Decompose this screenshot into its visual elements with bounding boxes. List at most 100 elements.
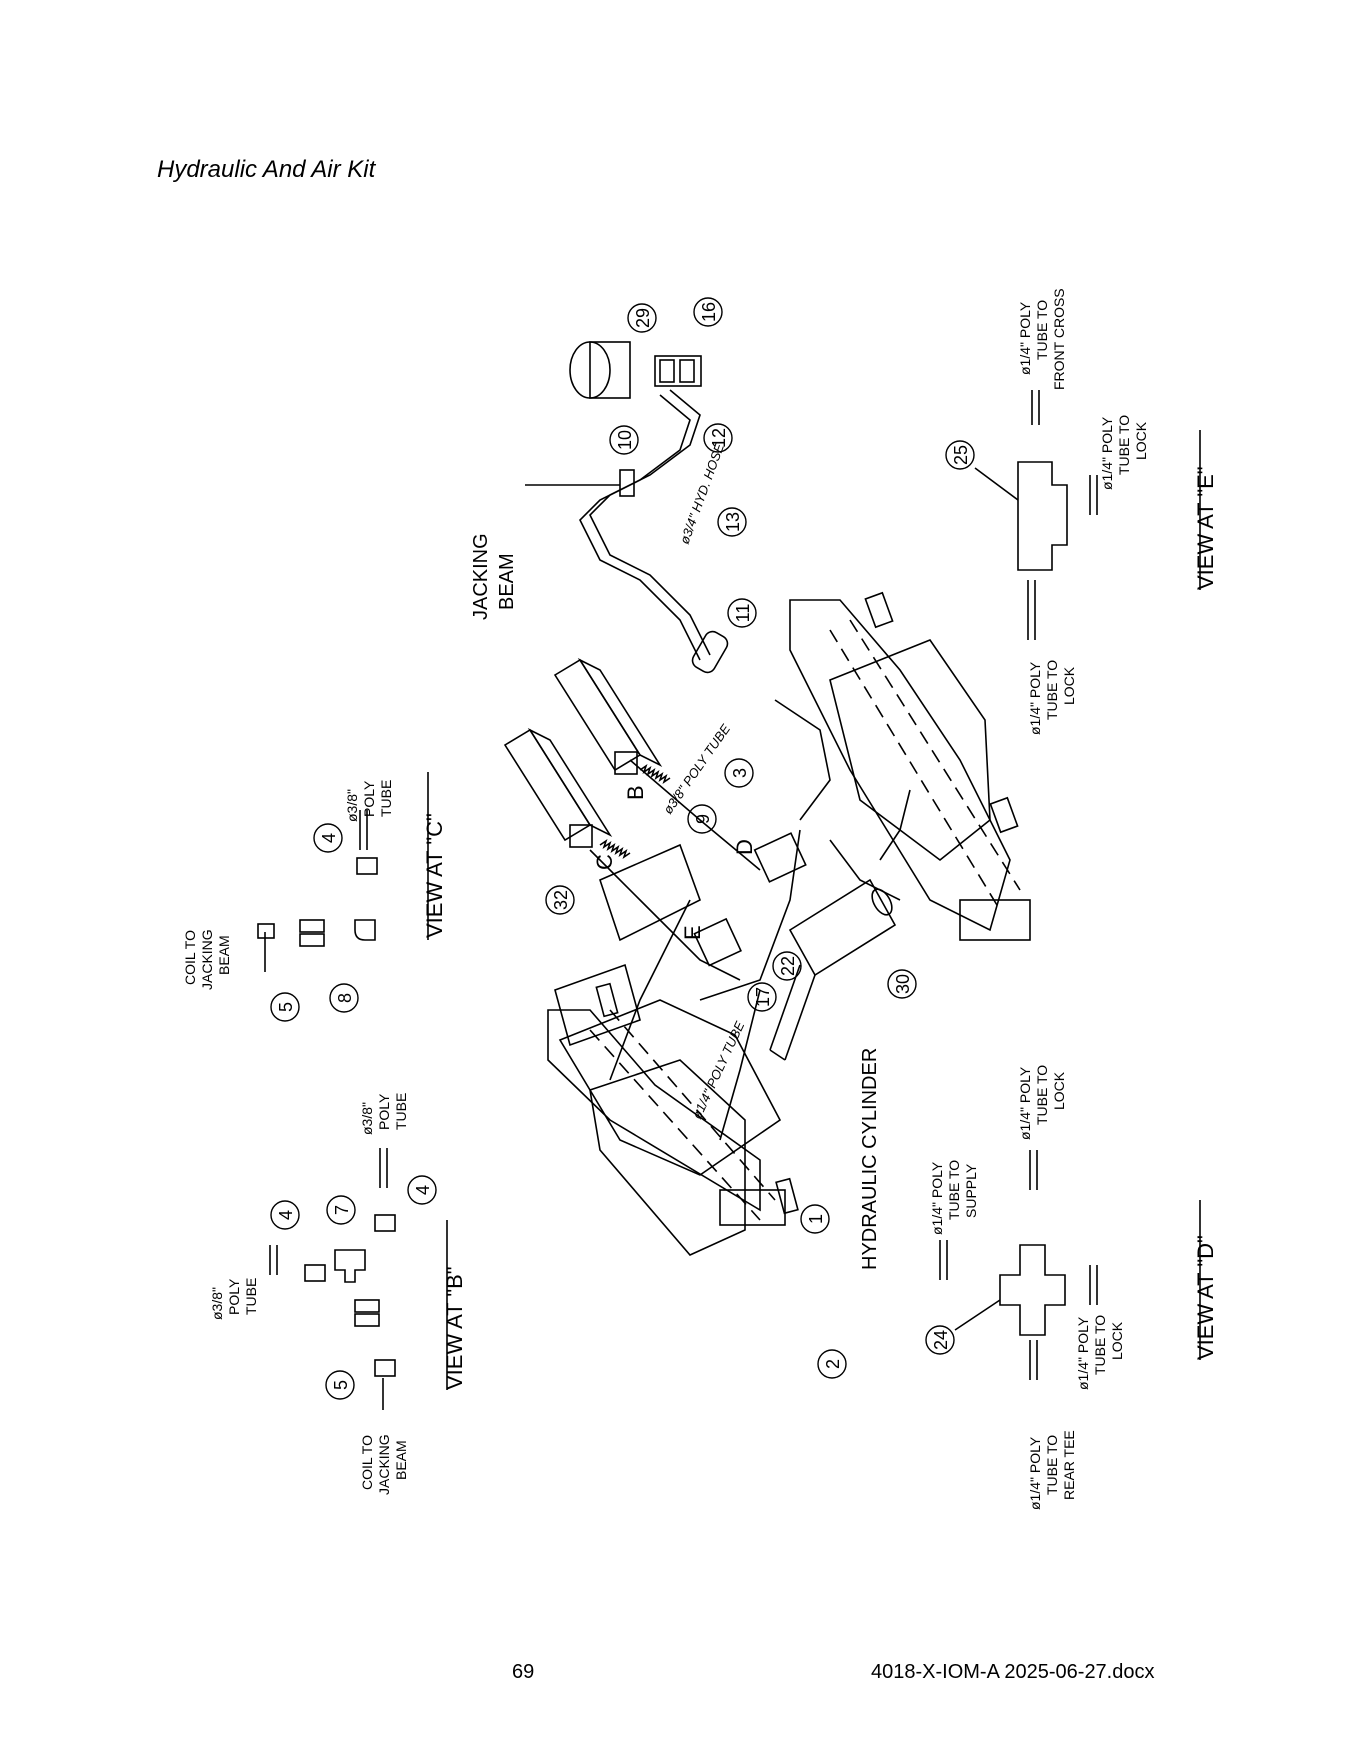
callout-11: 11 <box>727 598 757 628</box>
view-c: COIL TO JACKING BEAM ø3/8" POLY TUBE VIE… <box>182 772 447 990</box>
svg-text:9: 9 <box>693 814 713 824</box>
view-b-coil-1: COIL TO <box>359 1435 375 1490</box>
view-b-poly-1: ø3/8" <box>209 1287 225 1320</box>
jacking-beams <box>503 658 663 848</box>
label-hydraulic-cylinder: HYDRAULIC CYLINDER <box>859 1048 881 1270</box>
view-d-supply-1: ø1/4" POLY <box>929 1161 945 1235</box>
svg-text:29: 29 <box>633 308 653 328</box>
file-name: 4018-X-IOM-A 2025-06-27.docx <box>871 1661 1155 1683</box>
callout-4-c: 4 <box>313 823 343 853</box>
callout-2: 2 <box>817 1349 847 1379</box>
view-d-lock1-3: LOCK <box>1051 1071 1067 1110</box>
page-number: 69 <box>512 1661 535 1683</box>
view-e-front-2: TUBE TO <box>1034 300 1050 360</box>
svg-text:4: 4 <box>319 833 339 843</box>
label-jacking-beam-2: BEAM <box>496 553 518 610</box>
svg-text:24: 24 <box>931 1330 951 1350</box>
air-lines <box>589 699 911 1141</box>
view-e-lock1-2: TUBE TO <box>1044 660 1060 720</box>
callout-10: 10 <box>609 425 639 455</box>
view-b-poly-top-1: ø3/8" <box>359 1102 375 1135</box>
view-e-lock2-2: TUBE TO <box>1116 415 1132 475</box>
view-c-poly-3: TUBE <box>378 780 394 817</box>
view-d-rear-2: TUBE TO <box>1044 1435 1060 1495</box>
view-b-poly-top-3: TUBE <box>393 1093 409 1130</box>
view-d-lock2-1: ø1/4" POLY <box>1075 1316 1091 1390</box>
label-poly-38-main: ø3/8" POLY TUBE <box>660 721 733 817</box>
assembly-labels: JACKING BEAM ø3/4" HYD. HOSE ø3/8" POLY … <box>470 441 881 1270</box>
view-d-lock1-1: ø1/4" POLY <box>1017 1066 1033 1140</box>
fitting-d <box>753 832 807 883</box>
svg-text:32: 32 <box>551 890 571 910</box>
callout-3: 3 <box>724 758 754 788</box>
detail-letter-d: D <box>732 839 757 855</box>
svg-text:22: 22 <box>778 956 798 976</box>
callout-8: 8 <box>329 983 359 1013</box>
callout-7: 7 <box>326 1195 356 1225</box>
callout-25: 25 <box>945 440 975 470</box>
fitting-e <box>693 917 742 967</box>
view-e-lock1-1: ø1/4" POLY <box>1027 661 1043 735</box>
view-b-poly-3: TUBE <box>243 1278 259 1315</box>
detail-letter-e: E <box>680 925 705 940</box>
coil-b <box>639 764 671 784</box>
svg-text:4: 4 <box>276 1210 296 1220</box>
view-d-title: VIEW AT "D" <box>1193 1235 1218 1360</box>
rear-axle-beam <box>547 999 786 1256</box>
svg-text:12: 12 <box>709 428 729 448</box>
page-title: Hydraulic And Air Kit <box>157 156 376 183</box>
view-b-coil-2: JACKING <box>376 1434 392 1495</box>
front-axle-beam <box>789 591 1031 941</box>
label-jacking-beam-1: JACKING <box>470 533 492 620</box>
view-e-front-1: ø1/4" POLY <box>1017 301 1033 375</box>
svg-text:16: 16 <box>699 302 719 322</box>
callout-32: 32 <box>545 885 575 915</box>
hand-pump <box>569 341 702 399</box>
view-b-poly-top-2: POLY <box>376 1093 392 1130</box>
svg-text:1: 1 <box>806 1214 826 1224</box>
hose-fitting-11 <box>691 630 729 674</box>
view-c-coil-3: BEAM <box>216 935 232 975</box>
svg-text:11: 11 <box>733 604 753 623</box>
callout-24: 24 <box>925 1325 955 1355</box>
callout-13: 13 <box>717 507 747 537</box>
view-b-title: VIEW AT "B" <box>442 1266 467 1390</box>
callout-4-b1: 4 <box>270 1200 300 1230</box>
label-hyd-hose: ø3/4" HYD. HOSE <box>677 441 727 546</box>
svg-text:5: 5 <box>276 1002 296 1012</box>
svg-text:25: 25 <box>951 445 971 465</box>
view-d: ø1/4" POLY TUBE TO REAR TEE ø1/4" POLY T… <box>929 1065 1218 1510</box>
callout-17: 17 <box>747 982 777 1012</box>
label-poly-14-main: ø1/4" POLY TUBE <box>689 1019 747 1122</box>
view-e-lock1-3: LOCK <box>1061 666 1077 705</box>
view-e-front-3: FRONT CROSS <box>1051 288 1067 390</box>
view-b-coil-3: BEAM <box>393 1440 409 1480</box>
view-b: ø3/8" POLY TUBE ø3/8" POLY TUBE COIL TO … <box>209 1093 467 1495</box>
callout-30: 30 <box>887 969 917 999</box>
view-b-poly-2: POLY <box>226 1278 242 1315</box>
view-d-rear-1: ø1/4" POLY <box>1027 1436 1043 1510</box>
cross-beam <box>554 843 799 1215</box>
callouts: 29 16 12 10 13 11 3 9 32 25 4 5 8 22 30 … <box>270 297 975 1400</box>
view-d-supply-3: SUPPLY <box>963 1163 979 1218</box>
svg-text:10: 10 <box>615 430 635 450</box>
view-e-title: VIEW AT "E" <box>1193 466 1218 590</box>
svg-text:30: 30 <box>893 974 913 994</box>
callout-12: 12 <box>703 423 733 453</box>
svg-text:4: 4 <box>413 1185 433 1195</box>
view-c-coil-2: JACKING <box>199 929 215 990</box>
view-c-coil-1: COIL TO <box>182 930 198 985</box>
view-d-lock2-3: LOCK <box>1109 1321 1125 1360</box>
detail-letter-b: B <box>623 785 648 800</box>
callout-16: 16 <box>693 297 723 327</box>
detail-letter-c: C <box>592 854 617 870</box>
svg-text:8: 8 <box>335 993 355 1003</box>
hydraulic-cylinder <box>769 878 897 1061</box>
hydraulic-hose <box>525 389 729 674</box>
view-d-lock1-2: TUBE TO <box>1034 1065 1050 1125</box>
callout-5-b: 5 <box>325 1370 355 1400</box>
callout-4-b2: 4 <box>407 1175 437 1205</box>
svg-text:7: 7 <box>332 1205 352 1215</box>
view-d-supply-2: TUBE TO <box>946 1160 962 1220</box>
